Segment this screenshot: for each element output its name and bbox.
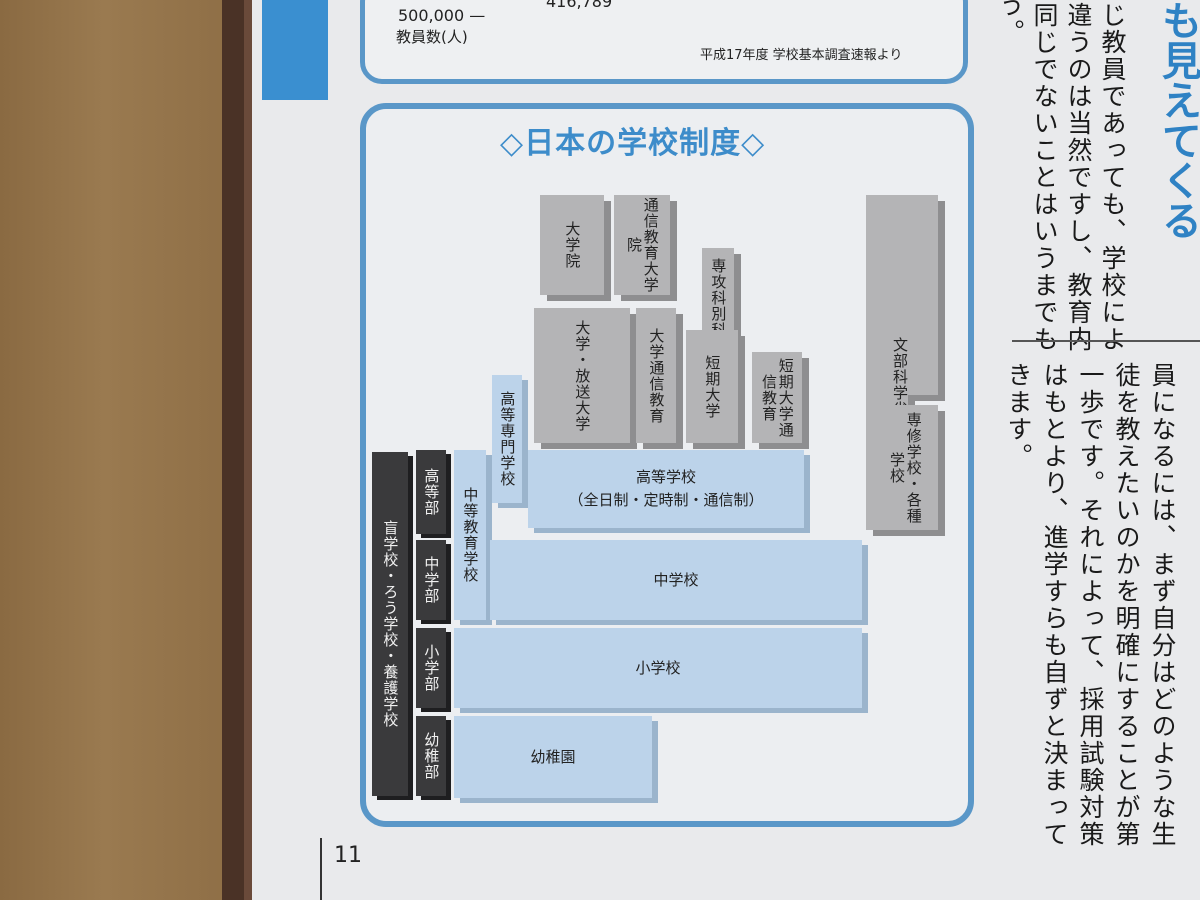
block-kindergarten: 幼稚園 bbox=[454, 716, 652, 798]
wooden-table bbox=[0, 0, 260, 900]
page-number: 11 bbox=[334, 843, 362, 868]
block-junior-high: 中学校 bbox=[490, 540, 862, 620]
value-500000: 500,000 — bbox=[398, 6, 486, 25]
text-col-top-2: 同じでないことはいうまでも bbox=[1030, 2, 1059, 353]
text-col-top-1: う。 bbox=[996, 0, 1025, 46]
text-col-b: 徒を教えたいのかを明確にすることが第 bbox=[1112, 362, 1141, 848]
section-divider bbox=[1012, 340, 1200, 342]
block-elementary: 小学校 bbox=[454, 628, 862, 708]
block-junior-college-correspondence: 短期大学通信教育 bbox=[752, 352, 802, 443]
teacher-count-box bbox=[360, 0, 968, 84]
block-high-school: 高等学校 （全日制・定時制・通信制） bbox=[528, 450, 804, 528]
blue-margin-tab bbox=[262, 0, 328, 100]
block-university: 大学・放送大学 bbox=[534, 308, 630, 443]
block-middle-dept: 中学部 bbox=[416, 540, 446, 620]
block-junior-college: 短期大学 bbox=[686, 330, 738, 443]
block-university-correspondence: 大学通信教育 bbox=[636, 308, 676, 443]
text-col-top-4: じ教員であっても、学校によ bbox=[1098, 2, 1127, 353]
block-technical-college: 高等専門学校 bbox=[492, 375, 522, 503]
diagram-title: ◇日本の学校制度◇ bbox=[500, 126, 766, 161]
block-elem-dept: 小学部 bbox=[416, 628, 446, 708]
block-secondary-school: 中等教育学校 bbox=[454, 450, 486, 620]
book-spine bbox=[222, 0, 244, 900]
block-graduate-school: 大学院 bbox=[540, 195, 604, 295]
block-special-training: 専修学校・各種学校 bbox=[872, 405, 938, 530]
headline: も見えてくる bbox=[1155, 0, 1200, 240]
high-school-label: 高等学校 bbox=[635, 468, 696, 487]
high-school-sub-label: （全日制・定時制・通信制） bbox=[568, 491, 764, 509]
value-416789: 416,789 bbox=[546, 0, 613, 11]
text-col-top-3: 違うのは当然ですし、教育内 bbox=[1064, 2, 1093, 353]
block-high-dept: 高等部 bbox=[416, 450, 446, 534]
block-special-school: 盲学校・ろう学校・養護学校 bbox=[372, 452, 408, 796]
book-spine-edge bbox=[244, 0, 254, 900]
text-col-a: 員になるには、まず自分はどのような生 bbox=[1148, 362, 1177, 848]
block-kinder-dept: 幼稚部 bbox=[416, 716, 446, 796]
text-col-e: きます。 bbox=[1004, 362, 1033, 470]
y-axis-label: 教員数(人) bbox=[396, 28, 468, 46]
source-note: 平成17年度 学校基本調査速報より bbox=[700, 48, 903, 63]
block-correspondence-graduate: 通信教育大学院 bbox=[614, 195, 670, 295]
text-col-c: 一歩です。それによって、採用試験対策 bbox=[1076, 362, 1105, 848]
block-moe-correspondence-column bbox=[908, 195, 938, 395]
page-number-rule bbox=[320, 838, 322, 900]
text-col-d: はもとより、進学すらも自ずと決まって bbox=[1040, 362, 1069, 848]
